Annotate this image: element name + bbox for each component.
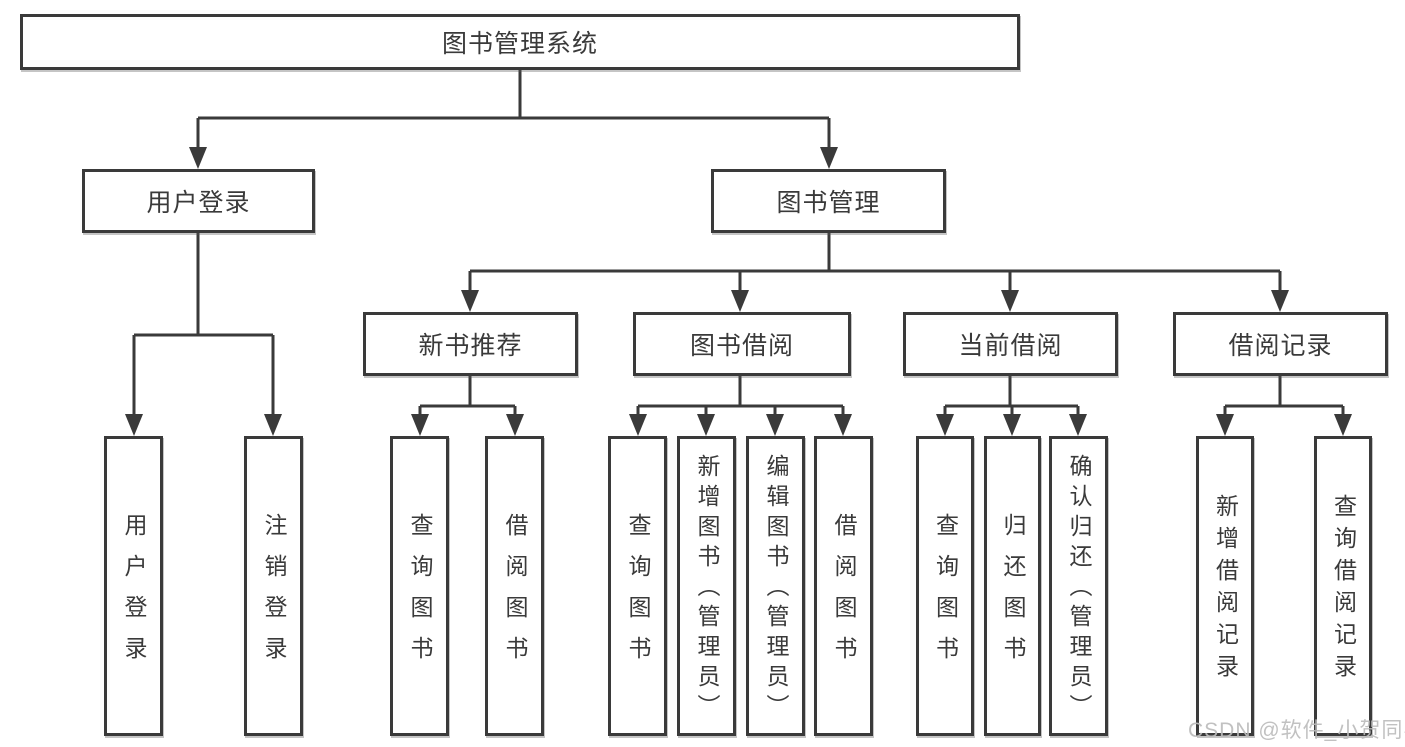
leaf-borrow-books-newbooks: 借阅图书 [485, 436, 544, 736]
connector-user-login-children [125, 233, 282, 436]
leaf-confirm-return-admin: 确认归还（管理员） [1049, 436, 1108, 736]
leaf-label: 编辑图书（管理员） [763, 454, 789, 724]
leaf-label: 借阅图书 [502, 513, 528, 677]
node-new-book-recommend: 新书推荐 [363, 312, 578, 376]
leaf-label: 查询图书 [932, 513, 959, 677]
leaf-query-books-borrow: 查询图书 [608, 436, 667, 736]
leaf-user-login: 用户登录 [104, 436, 163, 736]
leaf-add-book-admin: 新增图书（管理员） [677, 436, 736, 736]
node-label: 图书借阅 [689, 332, 794, 360]
leaf-return-book: 归还图书 [984, 436, 1041, 736]
node-label: 图书管理系统 [441, 30, 598, 58]
node-book-borrow: 图书借阅 [633, 312, 851, 376]
node-label: 借阅记录 [1228, 332, 1333, 360]
leaf-query-books-current: 查询图书 [916, 436, 974, 736]
leaf-logout: 注销登录 [244, 436, 303, 736]
leaf-label: 查询借阅记录 [1330, 494, 1357, 686]
node-root: 图书管理系统 [20, 14, 1020, 70]
leaf-edit-book-admin: 编辑图书（管理员） [746, 436, 805, 736]
leaf-label: 用户登录 [121, 513, 147, 677]
node-label: 图书管理 [776, 189, 881, 217]
leaf-label: 注销登录 [261, 513, 287, 677]
node-label: 当前借阅 [958, 332, 1063, 360]
connector-new-books-children [411, 376, 524, 436]
leaf-borrow-books-borrow: 借阅图书 [814, 436, 873, 736]
leaf-label: 新增图书（管理员） [694, 454, 720, 724]
connector-borrow-records-children [1216, 376, 1352, 436]
node-borrow-records: 借阅记录 [1173, 312, 1388, 376]
node-user-login: 用户登录 [82, 169, 315, 233]
leaf-label: 借阅图书 [831, 513, 857, 677]
node-label: 用户登录 [146, 189, 251, 217]
csdn-watermark: CSDN @软件_小贺同学 [1188, 719, 1405, 742]
node-book-management: 图书管理 [711, 169, 946, 233]
connector-book-borrow-children [629, 376, 852, 436]
leaf-label: 新增借阅记录 [1212, 494, 1239, 686]
leaf-label: 确认归还（管理员） [1066, 454, 1092, 724]
connector-current-borrow-children [936, 376, 1087, 436]
leaf-query-borrow-record: 查询借阅记录 [1314, 436, 1372, 736]
leaf-label: 归还图书 [1000, 513, 1026, 677]
leaf-query-books-newbooks: 查询图书 [390, 436, 449, 736]
connector-book-management-children [461, 233, 1289, 312]
leaf-label: 查询图书 [625, 513, 651, 677]
node-current-borrow: 当前借阅 [903, 312, 1118, 376]
leaf-add-borrow-record: 新增借阅记录 [1196, 436, 1254, 736]
connector-root-to-level2 [189, 70, 838, 169]
node-label: 新书推荐 [418, 332, 523, 360]
leaf-label: 查询图书 [407, 513, 433, 677]
